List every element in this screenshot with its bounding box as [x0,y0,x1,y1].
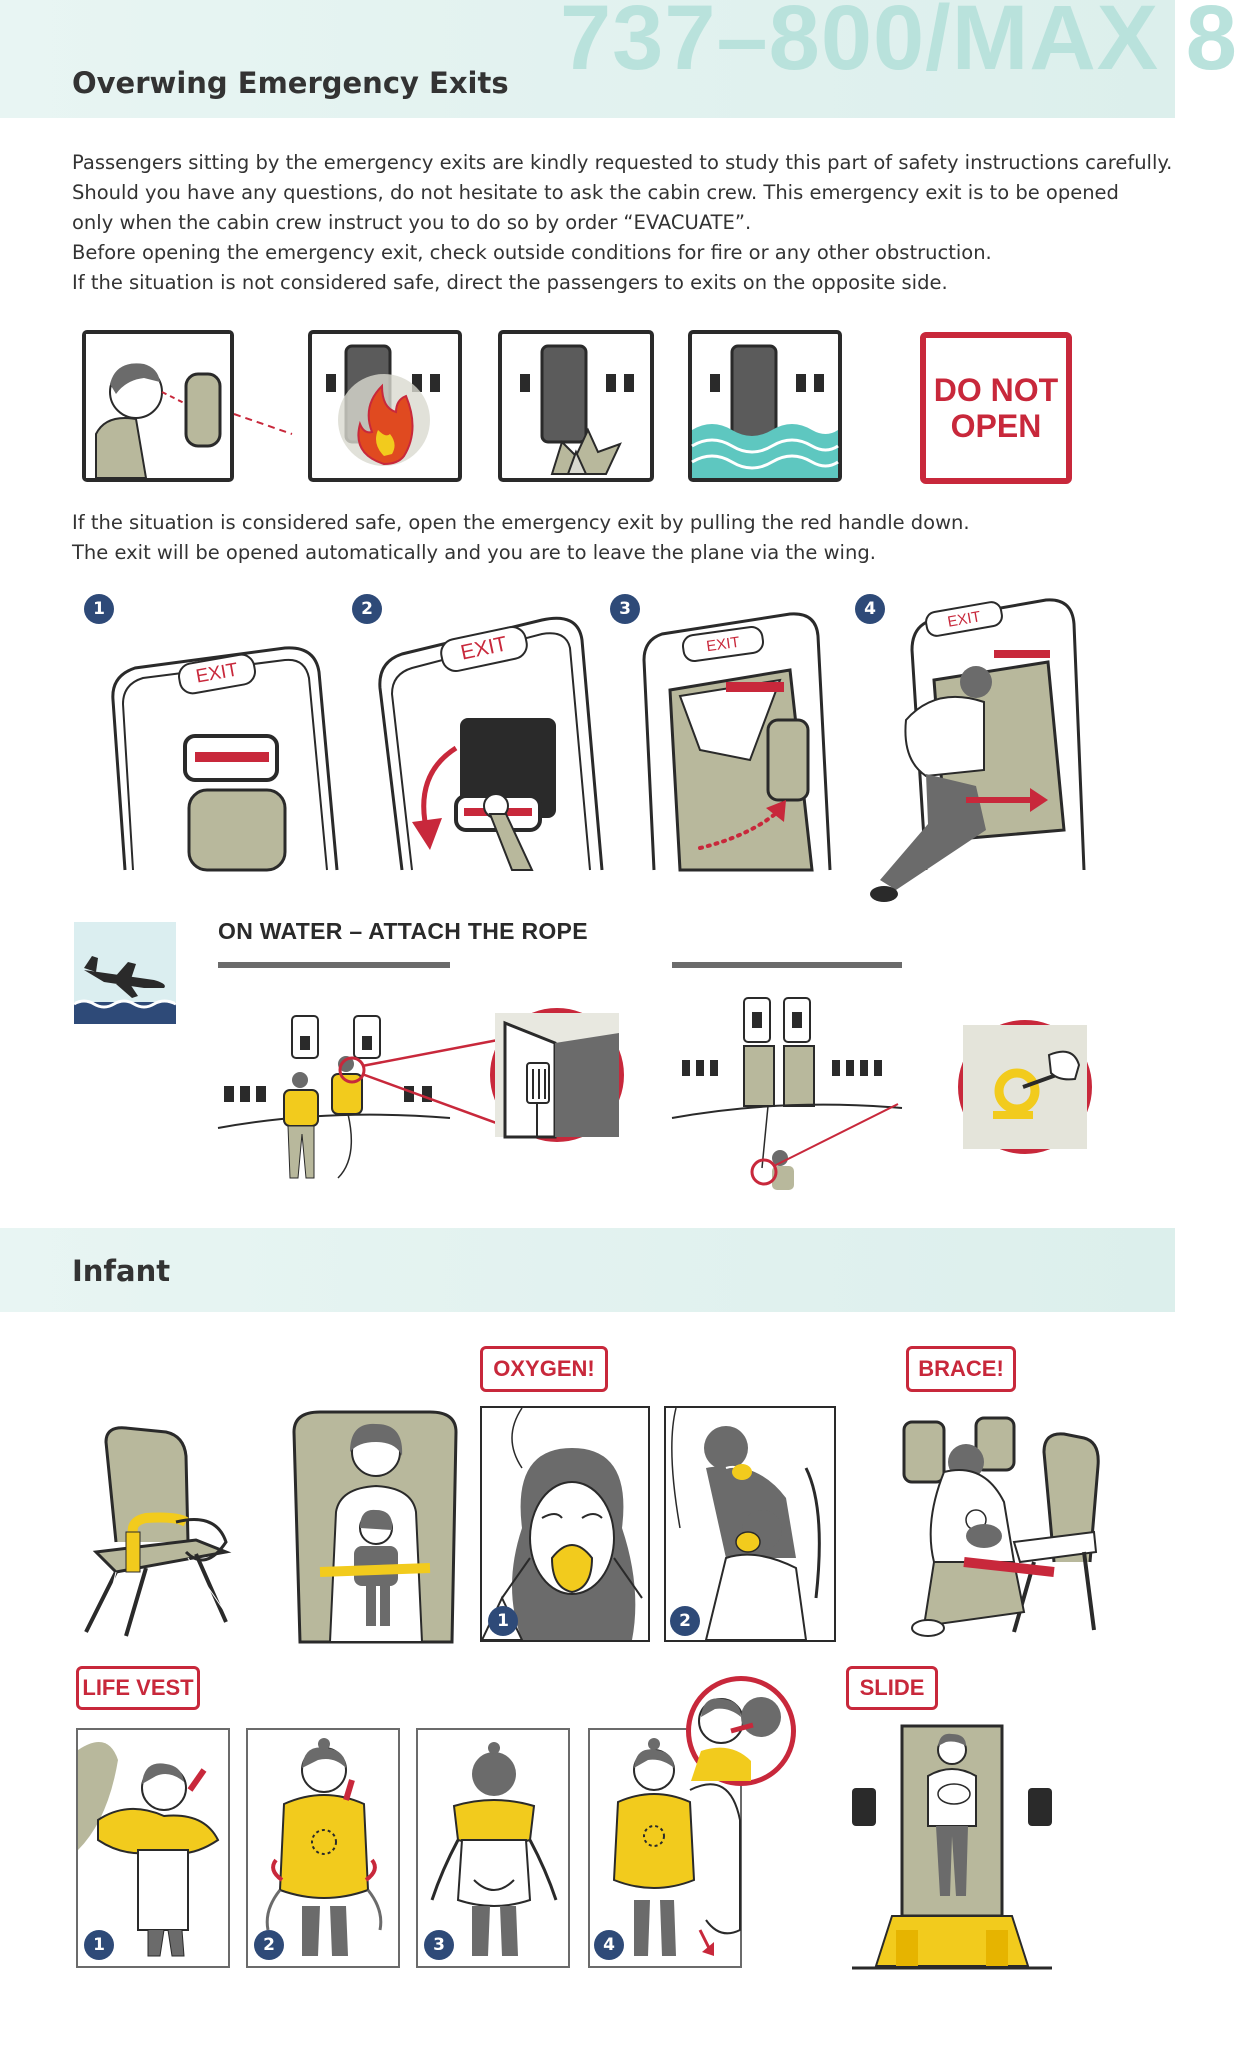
step-number-badge: 4 [594,1930,624,1960]
water-panel-right [671,962,903,1194]
safe-text: If the situation is considered safe, ope… [72,508,1132,568]
infant-title: Infant [72,1254,171,1288]
oxygen-panel-2 [664,1406,836,1642]
step-number-badge: 2 [670,1606,700,1636]
adult-holding-infant-illustration [292,1410,458,1644]
inflate-tube-zoom [686,1676,796,1786]
step-number-badge: 3 [610,594,640,624]
passenger-looking-illustration [86,334,230,479]
vest-panel-3 [416,1728,570,1968]
oxygen-panel-1 [480,1406,650,1642]
look-outside-tile [82,330,234,482]
vest-step-4-illustration [612,1738,741,1956]
plane-ditching-icon [73,922,177,1024]
intro-text: Passengers sitting by the emergency exit… [72,148,1173,298]
rope-hook-icon [495,1013,619,1139]
safe-line: The exit will be opened automatically an… [72,541,876,564]
debris-tile [498,330,654,482]
step-number-badge: 1 [84,1930,114,1960]
intro-line: Passengers sitting by the emergency exit… [72,151,1173,174]
blow-tube-icon [691,1697,781,1781]
step-number-badge: 4 [855,594,885,624]
page-title: Overwing Emergency Exits [72,66,509,100]
intro-line: Before opening the emergency exit, check… [72,241,992,264]
water-heading: ON WATER – ATTACH THE ROPE [218,918,588,944]
exit-door-step-3 [642,612,832,872]
water-panel-left [217,962,451,1194]
slide-evacuation-illustration [852,1724,1052,1970]
fire-tile [308,330,462,482]
fire-icon [326,344,440,466]
vest-step-2-illustration [265,1738,383,1956]
infant-oxygen-mask-illustration [671,1407,821,1641]
water-icon [691,344,839,478]
step-number-badge: 3 [424,1930,454,1960]
rope-knot-zoom [958,1020,1092,1154]
rope-attached-illustration [671,997,903,1190]
aircraft-model: 737–800/MAX 8 [560,0,1238,89]
step-number-badge: 2 [254,1930,284,1960]
vest-panel-1 [76,1728,230,1968]
intro-line: only when the cabin crew instruct you to… [72,211,752,234]
slide-label: SLIDE [846,1666,938,1710]
vest-step-3-illustration [430,1742,558,1956]
sight-line [233,413,293,435]
life-vest-label: LIFE VEST [76,1666,200,1710]
rope-knot-icon [963,1025,1087,1149]
brace-label: BRACE! [906,1346,1016,1392]
intro-line: If the situation is not considered safe,… [72,271,948,294]
adult-oxygen-mask-illustration [480,1407,643,1641]
debris-icon [520,344,634,475]
exit-door-step-4 [870,598,1086,902]
exit-door-step-2 [378,616,604,871]
step-number-badge: 2 [352,594,382,624]
intro-line: Should you have any questions, do not he… [72,181,1119,204]
brace-position-illustration [902,1416,1100,1637]
header-band: 737–800/MAX 8 Overwing Emergency Exits [0,0,1237,118]
rope-attachment-zoom [490,1008,624,1142]
crew-attaching-rope-illustration [217,1015,451,1179]
vest-step-1-illustration [78,1742,220,1957]
step-number-badge: 1 [488,1606,518,1636]
do-not-open-sign: DO NOT OPEN [920,332,1072,484]
water-tile [688,330,842,482]
vest-panel-2 [246,1728,400,1968]
zoom-connector [361,1038,511,1130]
infant-seat-belt-illustration [84,1426,237,1637]
safe-line: If the situation is considered safe, ope… [72,511,970,534]
step-number-badge: 1 [84,594,114,624]
infant-band: Infant [0,1228,1175,1312]
oxygen-label: OXYGEN! [480,1346,608,1392]
